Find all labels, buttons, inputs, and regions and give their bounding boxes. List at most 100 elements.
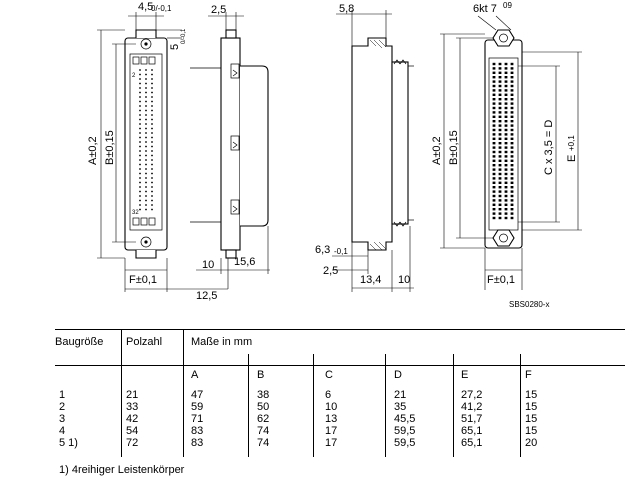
svg-text:32: 32	[132, 210, 139, 216]
front-view-left: 2 32 4,5 0/-0,1 5 0/-0,1 A±0,2 B±0,15 F±…	[87, 1, 228, 302]
contact-socket	[510, 128, 514, 132]
row2-b: 50	[257, 401, 270, 413]
contact-socket	[504, 199, 508, 202]
contact-pin	[151, 154, 153, 157]
contact-pin	[145, 163, 147, 166]
contact-pin	[139, 91, 141, 94]
contact-socket	[504, 84, 508, 88]
hex-label-sup: 09	[503, 1, 512, 10]
row1-f: 15	[525, 389, 538, 401]
contact-socket	[510, 194, 514, 198]
contact-socket	[510, 93, 514, 96]
contact-pin	[145, 159, 147, 161]
header-e: E	[461, 369, 469, 381]
contact-pin	[151, 82, 153, 85]
contact-socket	[492, 150, 496, 154]
row5-pins: 72	[126, 437, 139, 449]
row2-c: 10	[325, 401, 338, 413]
contact-socket	[504, 216, 508, 220]
header-d: D	[394, 369, 402, 381]
row3-f: 15	[525, 413, 538, 425]
side-view-left: 2,5 10 15,6	[190, 4, 270, 289]
footnote: 1) 4reihiger Leistenkörper	[59, 464, 185, 476]
contact-pin	[145, 100, 147, 103]
contact-socket	[498, 146, 502, 149]
contact-pin	[139, 132, 141, 134]
contact-socket	[504, 194, 508, 198]
contact-socket	[510, 186, 514, 189]
header-pins: Polzahl	[126, 336, 163, 348]
contact-pin	[139, 78, 141, 80]
row2-e: 41,2	[461, 401, 483, 413]
contact-pin	[151, 195, 153, 197]
dim-total-width: 12,5	[196, 290, 217, 302]
contact-socket	[504, 89, 508, 92]
contact-pin	[139, 190, 141, 193]
row2-pins: 33	[126, 401, 139, 413]
contact-socket	[492, 89, 496, 92]
contact-socket	[492, 194, 496, 198]
contact-pin	[151, 105, 153, 107]
contact-pin	[151, 123, 153, 125]
contact-socket	[504, 133, 508, 136]
dim-top-side: 5	[169, 44, 181, 50]
contact-socket	[498, 84, 502, 88]
contact-pin	[145, 127, 147, 130]
contact-pin	[145, 168, 147, 170]
contact-pin	[139, 150, 141, 152]
contact-pin	[151, 127, 153, 130]
contact-socket	[504, 102, 508, 105]
contact-socket	[504, 111, 508, 114]
contact-socket	[498, 150, 502, 154]
contact-socket	[492, 155, 496, 158]
row1-d: 21	[394, 389, 407, 401]
dim-side-r-step: 2,5	[323, 265, 338, 277]
contact-socket	[504, 155, 508, 158]
contact-socket	[504, 80, 508, 83]
row1-c: 6	[325, 389, 332, 401]
dim-side-r-bottom: 13,4	[360, 274, 381, 286]
contact-pin	[145, 150, 147, 152]
contact-socket	[492, 208, 496, 211]
contact-socket	[504, 67, 508, 70]
contact-socket	[510, 203, 514, 206]
row4-f: 15	[525, 425, 538, 437]
contact-socket	[510, 106, 514, 110]
row3-b: 62	[257, 413, 270, 425]
header-a: A	[191, 369, 199, 381]
row5-c: 17	[325, 437, 338, 449]
dim-pitch: C x 3,5 = D	[543, 120, 555, 175]
contact-socket	[504, 128, 508, 132]
row5-b: 74	[257, 437, 270, 449]
row4-size: 4	[59, 425, 66, 437]
contact-socket	[504, 203, 508, 206]
contact-socket	[510, 111, 514, 114]
contact-socket	[492, 216, 496, 220]
contact-socket	[510, 84, 514, 88]
contact-socket	[510, 76, 514, 79]
contact-pin	[151, 190, 153, 193]
contact-socket	[510, 172, 514, 176]
contact-socket	[498, 199, 502, 202]
contact-socket	[504, 93, 508, 96]
contact-pin	[139, 159, 141, 161]
contact-socket	[510, 159, 514, 162]
contact-socket	[498, 71, 502, 74]
contact-pin	[139, 204, 141, 206]
contact-socket	[498, 203, 502, 206]
contact-socket	[498, 186, 502, 189]
contact-pin	[151, 204, 153, 206]
contact-socket	[498, 194, 502, 198]
contact-pin	[145, 105, 147, 107]
contact-socket	[492, 102, 496, 105]
contact-socket	[504, 106, 508, 110]
contact-pin	[139, 114, 141, 116]
row3-c: 13	[325, 413, 338, 425]
contact-pin	[139, 123, 141, 125]
contact-socket	[492, 190, 496, 193]
contact-socket	[498, 102, 502, 105]
dim-side-r-lower-tol: -0,1	[334, 247, 348, 256]
contact-socket	[498, 115, 502, 118]
contact-socket	[504, 177, 508, 180]
row1-pins: 21	[126, 389, 139, 401]
